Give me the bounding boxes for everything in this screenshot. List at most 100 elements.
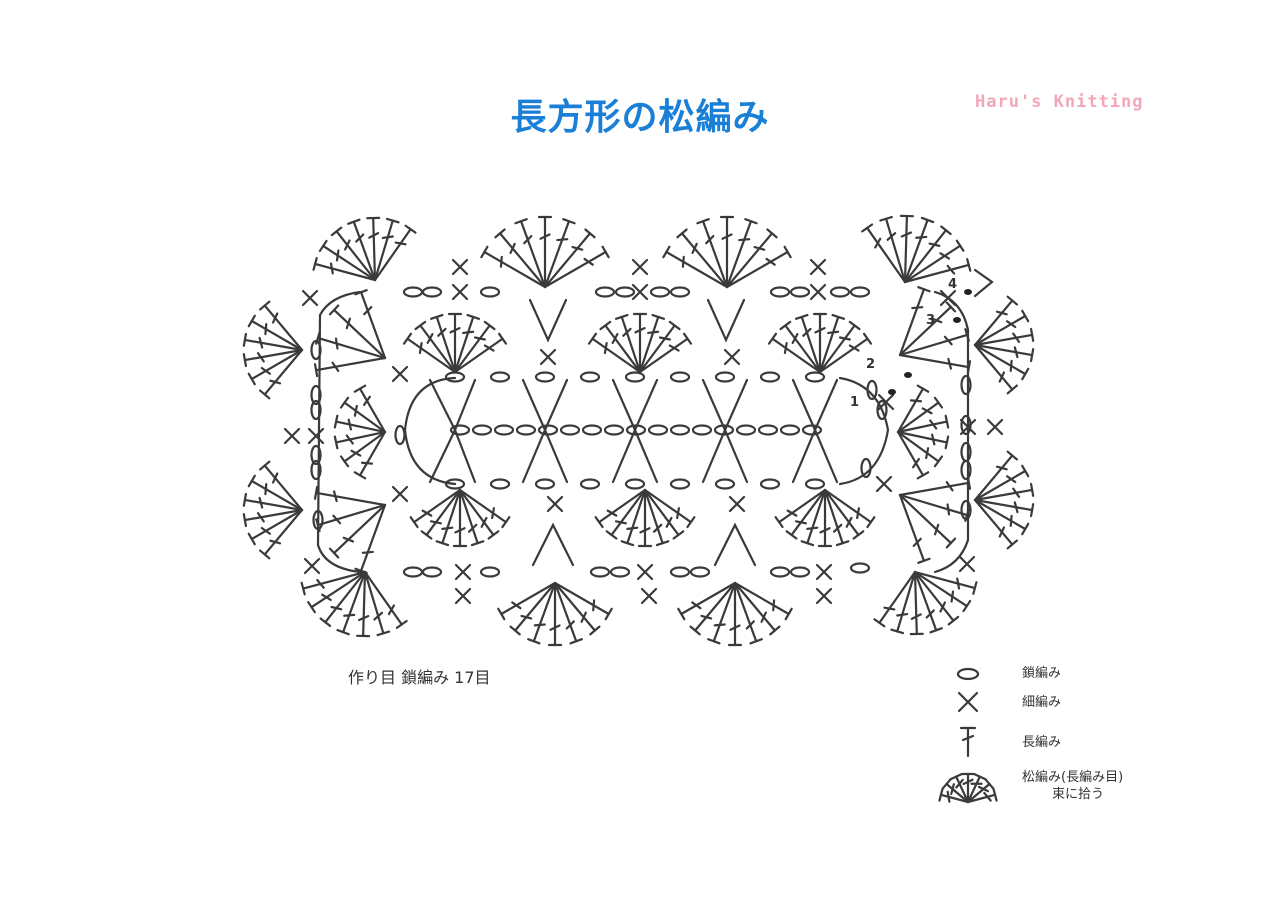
shell-fan [767, 312, 873, 374]
stitch-top-bar [569, 638, 583, 645]
stitch-top-bar [376, 630, 391, 637]
stitch-top-bar [945, 537, 957, 549]
slip-stitch-dot [964, 289, 972, 295]
stitch-top-bar [973, 772, 987, 781]
single-crochet-stitch [454, 587, 472, 605]
stitch-top-bar [594, 516, 604, 529]
double-crochet-stitch [441, 488, 462, 545]
double-crochet-stitch [543, 232, 592, 289]
single-crochet-stitch [451, 283, 469, 301]
chain-stitch [449, 424, 471, 436]
shell-fan [594, 488, 696, 548]
stitch-tick [946, 264, 956, 275]
stitch-tick [950, 783, 955, 795]
stitch-top-bar [307, 601, 316, 614]
stitch-top-bar [318, 239, 328, 253]
round-number-1: 1 [850, 395, 859, 410]
stitch-top-bar [328, 547, 340, 559]
double-crochet-stitch [638, 324, 676, 374]
double-crochet-stitch [250, 508, 304, 541]
stitch-tick [933, 523, 940, 536]
double-crochet-stitch [553, 581, 610, 616]
stitch-tick [832, 523, 843, 533]
stitch-tick [1012, 332, 1021, 343]
chain-stitch [960, 459, 972, 481]
single-crochet-stitch [636, 563, 654, 581]
stitch-tick [606, 509, 618, 517]
chain-stitch [829, 286, 851, 298]
stitch-top-bar [1029, 482, 1035, 497]
double-crochet-stitch [973, 314, 1027, 347]
stitch-tick [260, 366, 272, 375]
slip-stitch-dot [888, 389, 896, 395]
stitch-tick [676, 507, 680, 520]
double-crochet-stitch [453, 324, 491, 374]
double-crochet-stitch [939, 793, 970, 804]
double-crochet-stitch [620, 315, 642, 374]
stitch-top-bar [601, 245, 610, 259]
stitch-top-bar [767, 332, 778, 345]
double-crochet-stitch [322, 244, 377, 282]
stitch-top-bar [466, 313, 481, 320]
shell-fan [938, 772, 998, 804]
stitch-tick [874, 237, 882, 249]
double-crochet-stitch [712, 581, 737, 643]
chain-stitch [759, 478, 781, 490]
stitch-tick [634, 327, 646, 334]
round-number-4: 4 [948, 277, 957, 292]
stitch-top-bar [879, 215, 893, 222]
stitch-top-bar [940, 225, 952, 236]
stitch-tick [394, 241, 407, 246]
double-crochet-stitch [945, 782, 970, 804]
double-crochet-stitch [458, 488, 479, 545]
double-crochet-stitch [778, 488, 827, 524]
stitch-tick [947, 357, 953, 370]
stitch-tick [930, 433, 936, 446]
stitch-top-bar [414, 320, 427, 331]
chain-stitch [757, 424, 779, 436]
chain-stitch [479, 566, 501, 578]
double-crochet-stitch [680, 581, 737, 616]
stitch-top-bar [480, 245, 489, 259]
stitch-top-bar [784, 607, 793, 621]
single-crochet-stitch [640, 587, 658, 605]
single-crochet-stitch [809, 283, 827, 301]
stitch-tick [381, 235, 394, 240]
stitch-tick [264, 323, 268, 336]
stitch-top-bar [330, 226, 343, 237]
stitch-top-bar [1021, 522, 1030, 536]
stitch-tick [256, 512, 265, 523]
chain-stitch [589, 566, 611, 578]
shell-fan [896, 384, 950, 480]
shell-fan [587, 312, 693, 374]
single-crochet-stitch [546, 495, 564, 513]
stitch-top-bar [497, 332, 508, 345]
stitch-top-bar [336, 628, 350, 636]
chain-stitch [603, 424, 625, 436]
stitch-tick [387, 604, 396, 616]
single-crochet-stitch [815, 563, 833, 581]
double-crochet-stitch [896, 387, 925, 434]
double-crochet-stitch [806, 488, 827, 545]
stitch-top-bar [483, 320, 496, 331]
stitch-top-bar [402, 332, 413, 345]
stitch-top-bar [677, 607, 686, 621]
chain-stitch [394, 424, 406, 446]
stitch-tick [838, 336, 851, 341]
chain-stitch [769, 286, 791, 298]
double-crochet-stitch [973, 343, 1014, 391]
stitch-tick [1013, 346, 1019, 359]
chain-stitch [471, 424, 493, 436]
stitch-tick [565, 620, 575, 630]
stitch-tick [271, 312, 279, 324]
stitch-top-bar [947, 615, 960, 626]
stitch-tick [647, 330, 660, 335]
stitch-tick [945, 481, 954, 492]
stitch-top-bar [605, 530, 618, 540]
chain-stitch [515, 424, 537, 436]
double-crochet-stitch [314, 491, 387, 507]
double-crochet-stitch [725, 232, 774, 289]
stitch-top-bar [1021, 464, 1030, 478]
stitch-top-bar [247, 474, 256, 488]
stitch-tick [729, 624, 741, 631]
